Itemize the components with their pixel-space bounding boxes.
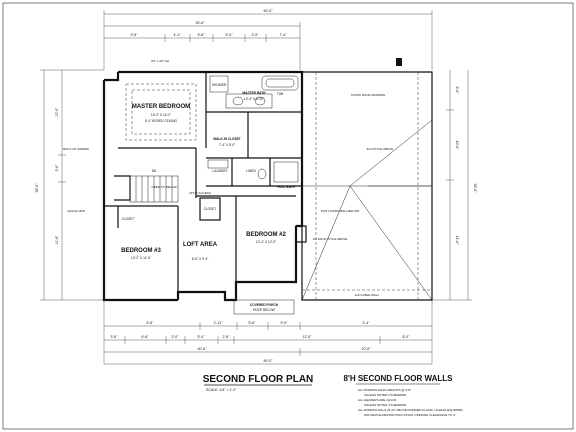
header-callout: 2(2x10) HDR xyxy=(67,209,85,213)
callout-notes: 3'0" x 4'0" SH BUILT-UP GIRDER 2(2x10) H… xyxy=(63,59,359,213)
bottom-chain2-6: 12'-0" xyxy=(303,335,313,339)
bath-fixtures: TUB SHOWER xyxy=(207,75,299,183)
note-line-3: ALL HEADERS ARE 2(2x10) xyxy=(358,398,396,402)
bottom-chain-4: 9'-9" xyxy=(281,321,289,325)
master-bedroom-ceiling: 9'-4" BOXED CEILING xyxy=(145,119,178,123)
top-chain-1: 9'-9" xyxy=(131,33,139,37)
master-bedroom-size: 16'-0" X 14'-2" xyxy=(151,113,171,117)
bedroom-3-size: 10'-2" X 11'-6" xyxy=(131,256,151,260)
bottom-chain2-1: 3'-6" xyxy=(111,335,119,339)
top-chain-5: 3'-5" xyxy=(252,33,260,37)
note-line-5: ALL WINDOW SILLS AT 24" ABOVE FINISHED F… xyxy=(358,408,464,412)
top-sub-dim: 30'-6" xyxy=(196,21,206,25)
sheet-title: SECOND FLOOR PLAN xyxy=(203,374,314,385)
roof-hip-note: 3/4 ROOF PITCH ABOVE xyxy=(313,237,348,241)
bedroom-2-label: BEDROOM #2 xyxy=(246,232,286,238)
open-callout: OPEN TO BELOW xyxy=(151,185,176,189)
bottom-chain2-3: 3'-0" xyxy=(172,335,180,339)
bedroom-3-label: BEDROOM #3 xyxy=(121,248,161,254)
note-line-2: UNLESS NOTED OTHERWISE xyxy=(364,393,406,397)
bottom-chain-5: 4'-4" xyxy=(363,321,371,325)
closet-label-2: CLOSET xyxy=(122,217,135,221)
room-labels: MASTER BEDROOM 16'-0" X 14'-2" 9'-4" BOX… xyxy=(121,91,295,312)
bedroom-2-size: 12'-4" X 12'-0" xyxy=(256,240,276,244)
covered-porch-sub: ROOF BELOW xyxy=(253,308,275,312)
left-chain-1: 12'-0" xyxy=(55,107,59,117)
loft-label: LOFT AREA xyxy=(183,242,218,248)
bottom-dimensions: 6'-5" 2'-11" 5'-6" 9'-9" 4'-4" 3'-6" 6'-… xyxy=(103,300,433,365)
interior-walls xyxy=(104,72,307,292)
sheet-scale: SCALE: 1/4" = 1'-0" xyxy=(206,388,237,392)
laundry-label: LAUNDRY xyxy=(212,169,228,173)
top-chain-6: 7'-4" xyxy=(280,33,288,37)
bottom-overall-dim: 50'-0" xyxy=(264,359,274,363)
gable-wall-note: 2x6 GABLE WALL xyxy=(355,293,380,297)
left-overall-dim: 38'-0" xyxy=(35,183,39,193)
linen-label: LINEN xyxy=(246,169,256,173)
full-bath-label: FULL BATH xyxy=(277,185,295,189)
stairs-dn-label: DN xyxy=(152,169,157,173)
built-up-callout: BUILT-UP GIRDER xyxy=(63,147,90,151)
attic-callout: ATTIC ACCESS xyxy=(189,191,210,195)
top-chain-2: 4'-1" xyxy=(174,33,182,37)
shower-label: SHOWER xyxy=(212,83,227,87)
bottom-chain2-7: 8'-0" xyxy=(403,335,411,339)
right-dimensions: 38'-0" 6'-0" 10'-0" 14'-0" xyxy=(432,70,477,301)
roof-truss-note: TRUSS ROOF FRAMING xyxy=(351,93,386,97)
note-line-6: W/A DEVICE RESTRICTING INITIAL OPENING C… xyxy=(364,413,456,417)
top-overall-dim: 50'-0" xyxy=(264,9,274,13)
roof-pitch-note: 6/12 PITCH ABOVE xyxy=(367,147,394,151)
tub-label: TUB xyxy=(277,92,283,96)
notes-title: 8'H SECOND FLOOR WALLS xyxy=(343,374,453,383)
top-chain-3: 3'-8" xyxy=(198,33,206,37)
covered-porch-outline xyxy=(233,299,295,315)
bottom-chain2-2: 6'-6" xyxy=(142,335,150,339)
right-chain-3: 14'-0" xyxy=(455,236,459,246)
boxed-ceiling-outline xyxy=(125,83,197,141)
bottom-sub-left-dim: 30'-6" xyxy=(198,347,208,351)
bottom-chain-1: 6'-5" xyxy=(147,321,155,325)
closet-label-1: CLOSET xyxy=(204,207,217,211)
bottom-chain-3: 5'-6" xyxy=(249,321,257,325)
right-overall-dim: 38'-0" xyxy=(473,184,477,194)
note-line-4: UNLESS NOTED OTHERWISE xyxy=(364,403,406,407)
boxed-ceiling-inner xyxy=(131,89,191,135)
master-bath-size: 13'-4" X 8'-10" xyxy=(244,97,264,101)
note-line-1: ALL WINDOW HEAD HEIGHTS @ 6'-8" xyxy=(358,388,411,392)
left-chain-3: 11'-6" xyxy=(55,235,59,244)
right-chain-1: 6'-0" xyxy=(455,87,459,95)
post-callout: POST FROM WALL BELOW xyxy=(321,209,359,213)
top-dimensions: 50'-0" 30'-6" 9'-9" 4'-1" 3'-8" 5'-0" 3'… xyxy=(103,9,433,70)
bottom-sub-right-dim: 20'-6" xyxy=(362,347,372,351)
bottom-chain-2: 2'-11" xyxy=(214,321,223,325)
master-bath-label: MASTER BATH xyxy=(243,91,267,95)
title-block: SECOND FLOOR PLAN SCALE: 1/4" = 1'-0" 8'… xyxy=(203,374,464,417)
walk-in-closet-size: 7'-4" X 5'-0" xyxy=(219,143,236,147)
master-bedroom-label: MASTER BEDROOM xyxy=(132,104,190,110)
walk-in-closet-label: WALK-IN CLOSET xyxy=(213,137,240,141)
covered-porch-label: COVERED PORCH xyxy=(250,303,279,307)
loft-size: 6'-6" X 9'-4" xyxy=(192,257,209,261)
window-callout: 3'0" x 4'0" SH xyxy=(151,59,169,63)
bottom-chain2-4: 5'-4" xyxy=(198,335,206,339)
bottom-chain2-5: 2'-6" xyxy=(223,335,231,339)
left-dimensions: 38'-0" 12'-0" 3'-6" 11'-6" xyxy=(35,69,104,301)
left-chain-2: 3'-6" xyxy=(55,164,59,172)
top-chain-4: 5'-0" xyxy=(226,33,234,37)
stairs: DN xyxy=(129,169,179,203)
roof-below-area: 6/12 PITCH ABOVE 3/4 ROOF PITCH ABOVE TR… xyxy=(301,58,433,301)
right-chain-2: 10'-0" xyxy=(455,141,459,151)
